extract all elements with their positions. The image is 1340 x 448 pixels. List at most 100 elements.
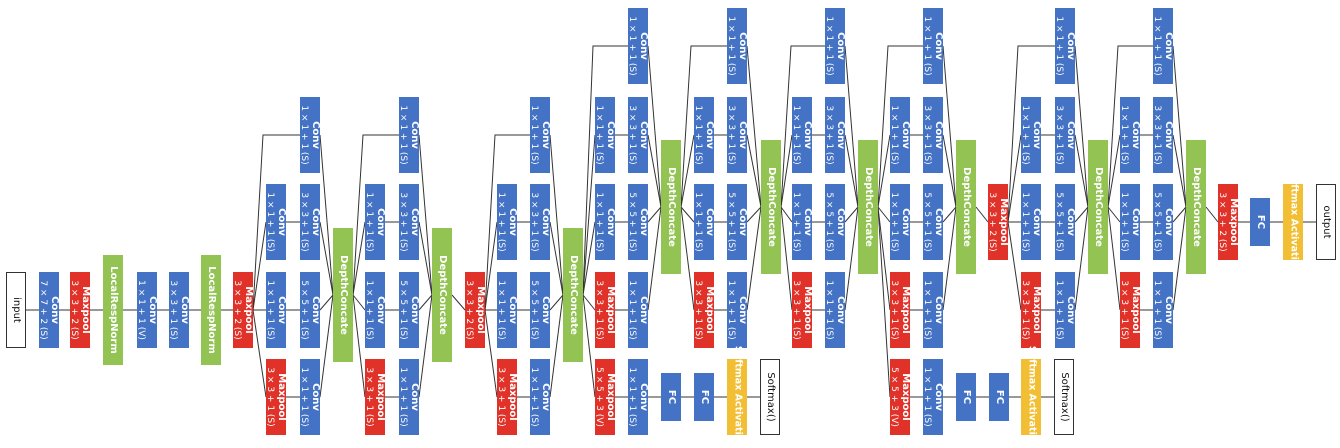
connector bbox=[877, 206, 891, 311]
block-title: Conv bbox=[374, 208, 386, 236]
block-params: 3 × 3 + 1 (S) bbox=[627, 105, 638, 165]
connector bbox=[942, 206, 957, 223]
block-label: DepthConcate bbox=[1190, 167, 1202, 247]
block-params: 3 × 3 + 1 (S) bbox=[693, 280, 704, 340]
block-title: Conv bbox=[1162, 32, 1174, 60]
block-title: Conv bbox=[637, 121, 649, 149]
connector bbox=[877, 206, 891, 398]
block-params: 1 × 1 + 1 (S) bbox=[693, 105, 704, 165]
block-label: FC bbox=[665, 390, 677, 404]
block-title: Conv bbox=[374, 296, 386, 324]
connector bbox=[319, 294, 334, 398]
connector bbox=[252, 134, 300, 311]
fc-block: FC bbox=[1250, 198, 1270, 246]
block-params: 1 × 1 + 1 (S) bbox=[594, 192, 605, 252]
connector bbox=[680, 206, 695, 311]
block-params: 3 × 3 + 1 (S) bbox=[496, 367, 507, 427]
block-title: Conv bbox=[801, 208, 813, 236]
block-title: Conv bbox=[1064, 121, 1076, 149]
block-label: FC bbox=[960, 390, 972, 404]
connector bbox=[582, 294, 596, 311]
block-title: Softmax Activation bbox=[732, 345, 744, 448]
block-title: Conv bbox=[1064, 32, 1076, 60]
block-params: 1 × 1 + 1 (S) bbox=[1020, 105, 1031, 165]
block-title: Maxpool bbox=[79, 286, 91, 334]
local-resp-norm-block: LocalRespNorm bbox=[201, 255, 221, 365]
depth-concat-block: DepthConcate bbox=[761, 140, 781, 274]
connector bbox=[1172, 206, 1187, 223]
block-title: Softmax Activation bbox=[1288, 170, 1300, 274]
block-title: FC bbox=[993, 389, 1005, 405]
block-params: 5 × 5 + 3 (V) bbox=[594, 367, 605, 427]
connector bbox=[1007, 45, 1055, 223]
connector bbox=[252, 309, 267, 398]
block-title: Conv bbox=[309, 121, 321, 149]
block-label: FC bbox=[993, 390, 1005, 404]
block-params: 1 × 1 + 1 (S) bbox=[726, 16, 737, 76]
block-title: Maxpool bbox=[899, 373, 911, 421]
block-title: Conv bbox=[834, 296, 846, 324]
connector bbox=[582, 221, 596, 296]
depth-concat-block: DepthConcate bbox=[1088, 140, 1108, 274]
block-params: 3 × 3 + 1 (S) bbox=[1119, 280, 1130, 340]
block-params: 1 × 1 + 1 (S) bbox=[1119, 192, 1130, 252]
block-title: Conv bbox=[736, 296, 748, 324]
connector bbox=[844, 45, 859, 208]
connector bbox=[451, 294, 466, 311]
block-title: Softmax Activation bbox=[1026, 345, 1038, 448]
block-label: DepthConcate bbox=[665, 167, 677, 247]
block-label: DepthConcate bbox=[1092, 167, 1104, 247]
block-label: LocalRespNorm bbox=[205, 266, 217, 354]
connector bbox=[549, 134, 564, 296]
connector bbox=[418, 134, 433, 296]
output-box: output bbox=[1316, 184, 1336, 260]
connector bbox=[1074, 206, 1089, 223]
block-label: Softmax Activation bbox=[1288, 171, 1299, 273]
block-params: 1 × 1 + 1 (S) bbox=[398, 367, 409, 427]
connector bbox=[319, 221, 334, 296]
block-title: Conv bbox=[932, 32, 944, 60]
connector bbox=[1172, 206, 1187, 311]
fc-block: FC bbox=[661, 373, 681, 421]
block-params: 3 × 3 + 1 (S) bbox=[265, 367, 276, 427]
connector bbox=[942, 45, 957, 208]
block-label: LocalRespNorm bbox=[107, 266, 119, 354]
block-title: Conv bbox=[899, 208, 911, 236]
block-params: 1 × 1 + 1 (S) bbox=[1020, 192, 1031, 252]
connector bbox=[319, 134, 334, 296]
block-title: Conv bbox=[408, 121, 420, 149]
